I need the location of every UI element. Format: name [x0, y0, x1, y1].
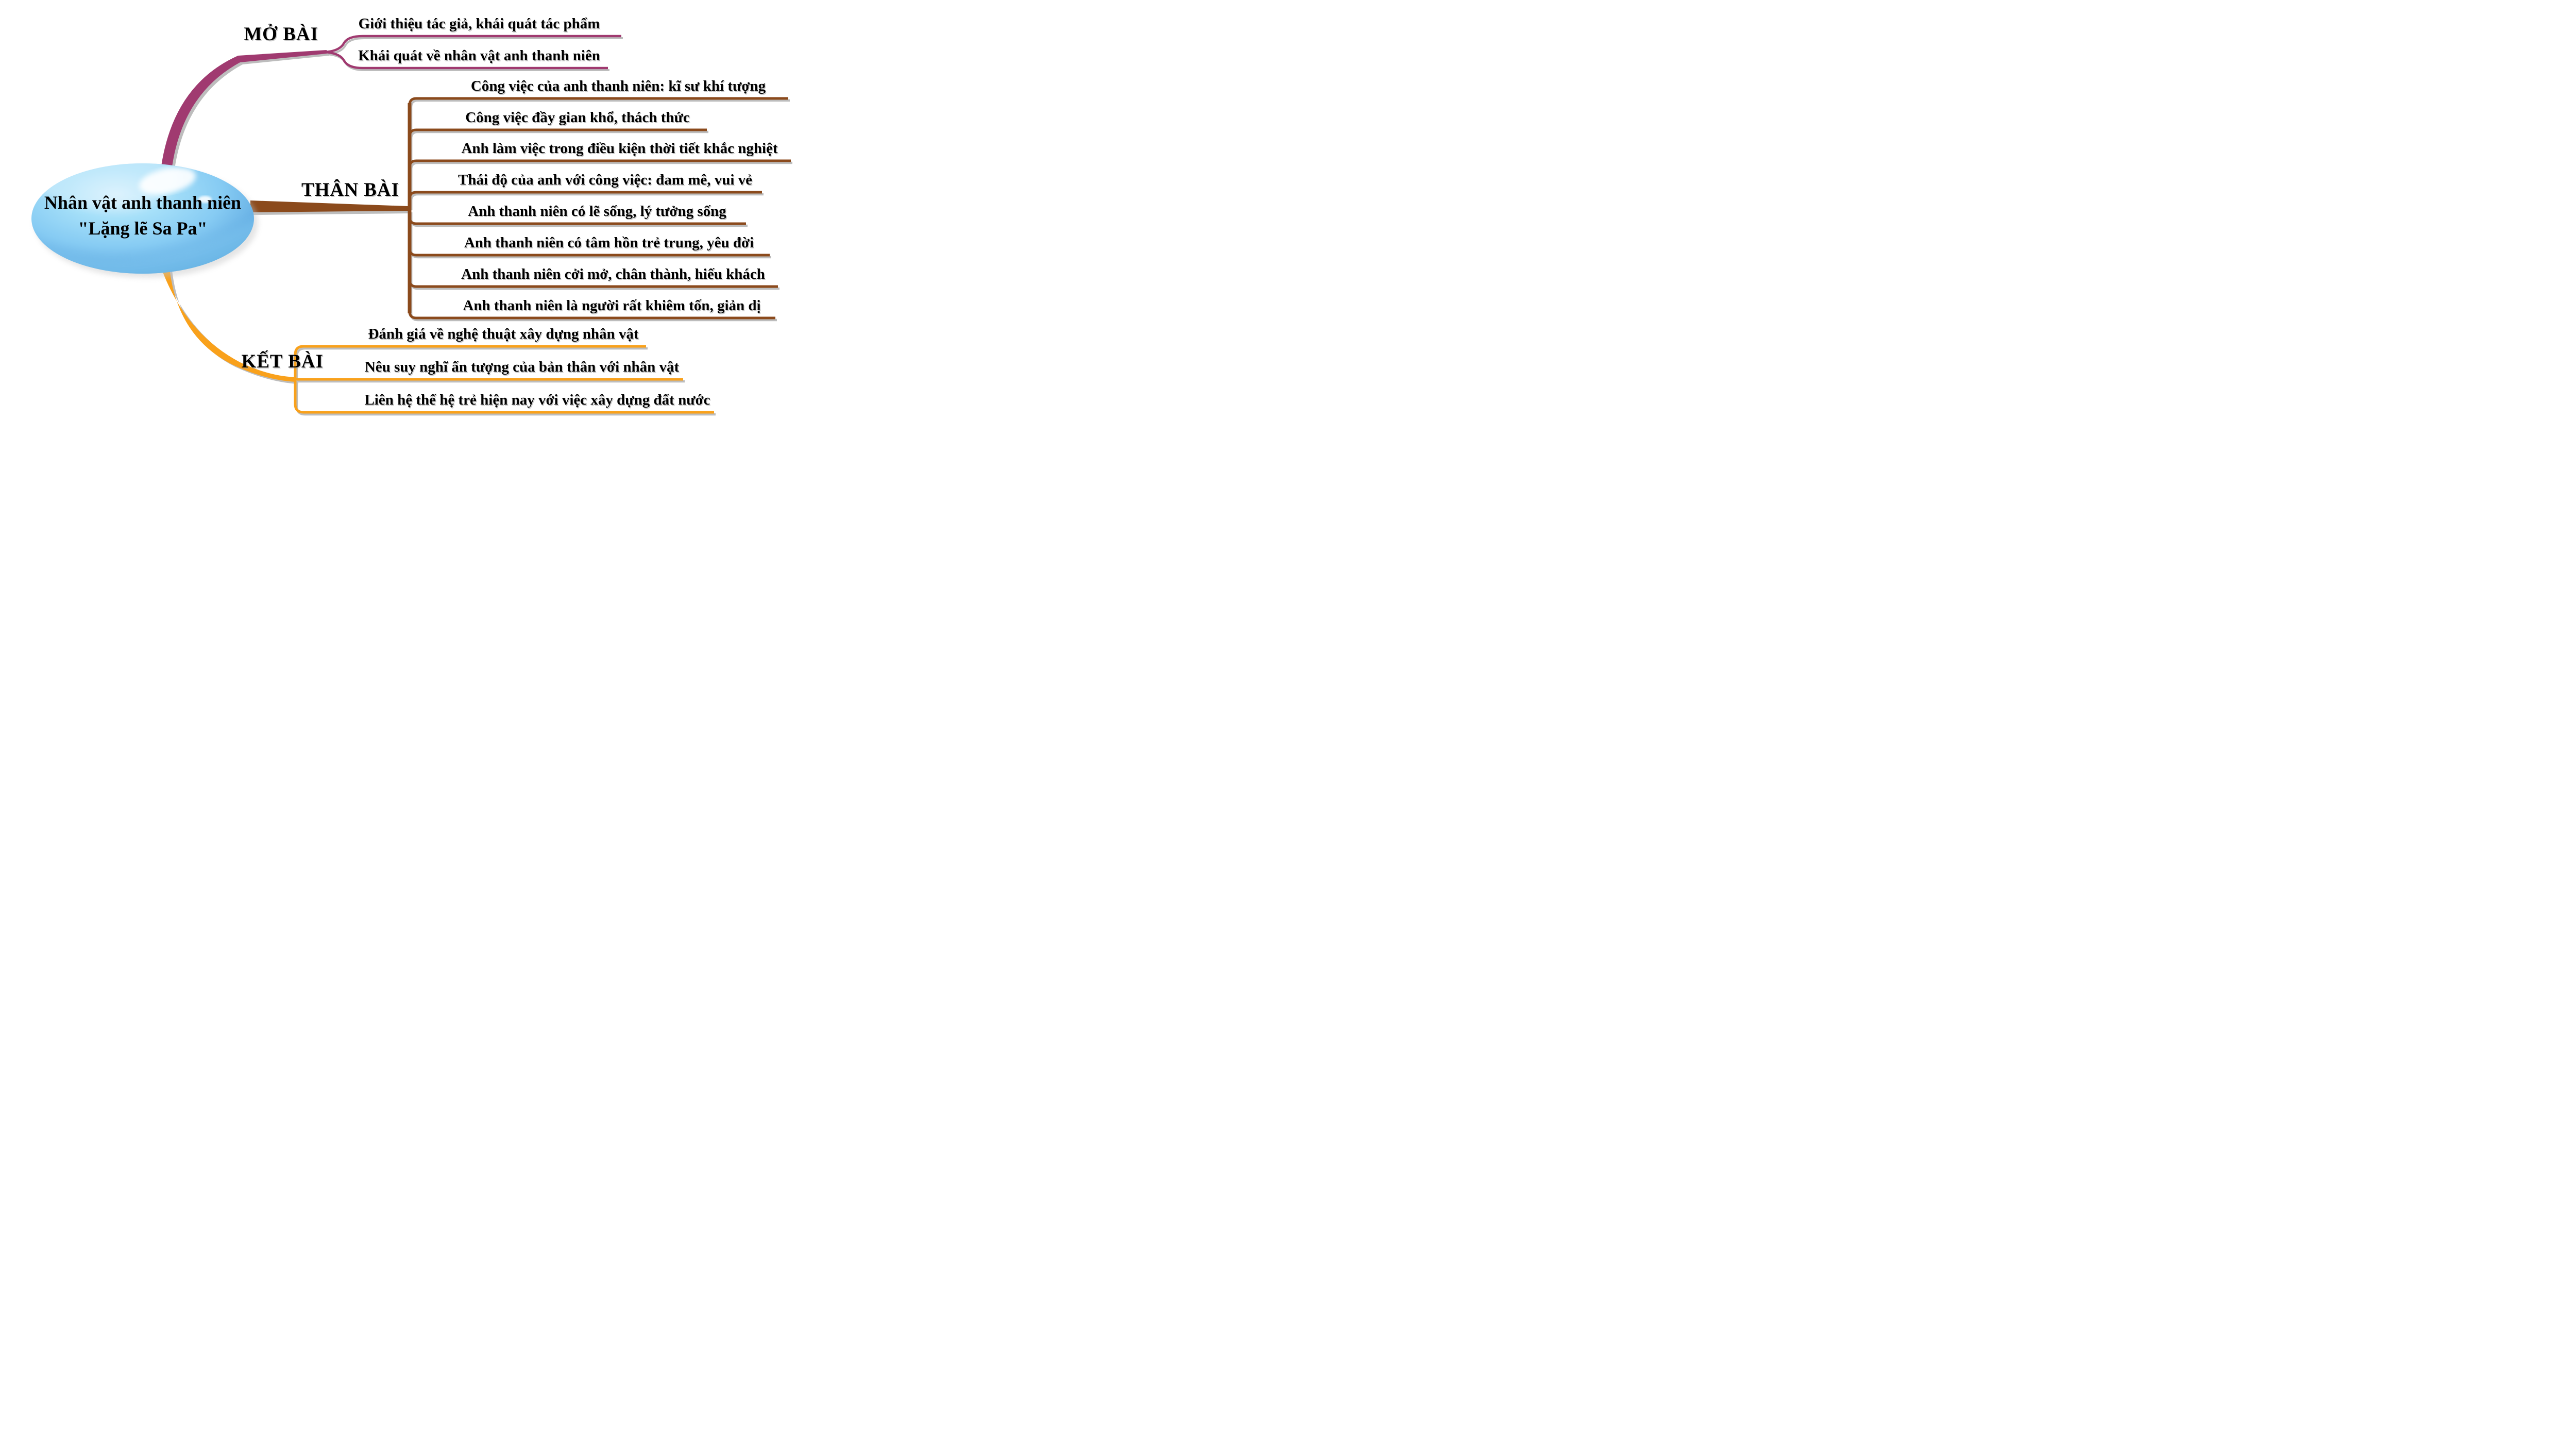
than-bai-branch-lines — [250, 97, 791, 320]
than-bai-item: Anh thanh niên là người rất khiêm tốn, g… — [463, 297, 761, 314]
mo-bai-item1-underline — [325, 35, 621, 54]
central-topic-ellipse — [31, 163, 258, 278]
mo-bai-item: Khái quát về nhân vật anh thanh niên — [358, 47, 600, 64]
ellipse-gloss-highlight — [139, 167, 196, 195]
ket-bai-item: Liên hệ thế hệ trẻ hiện nay với việc xây… — [364, 392, 710, 408]
ellipse-gloss-dot — [198, 196, 212, 203]
than-bai-item: Công việc của anh thanh niên: kĩ sư khí … — [470, 78, 766, 94]
than-bai-item: Anh thanh niên có lẽ sống, lý tưởng sống — [468, 203, 726, 220]
ellipse-bottom-wave — [31, 216, 254, 274]
ket-bai-item1-underline — [294, 345, 646, 378]
than-bai-item: Anh thanh niên cởi mở, chân thành, hiếu … — [461, 266, 765, 282]
mo-bai-item2-underline — [325, 51, 608, 70]
mo-bai-branch-lines — [160, 35, 621, 179]
central-topic-line2: "Lặng lẽ Sa Pa" — [78, 218, 208, 239]
than-bai-item: Anh làm việc trong điều kiện thời tiết k… — [461, 140, 778, 157]
branch-lines-layer — [31, 35, 792, 416]
branch-label-mo-bai: MỞ BÀI — [244, 24, 318, 45]
ket-bai-branch-lines — [159, 261, 714, 414]
branch-label-ket-bai: KẾT BÀI — [241, 351, 324, 372]
than-bai-item: Thái độ của anh với công việc: đam mê, v… — [457, 172, 753, 188]
ket-bai-item: Nêu suy nghĩ ấn tượng của bản thân với n… — [364, 359, 680, 375]
than-bai-item: Anh thanh niên có tâm hồn trẻ trung, yêu… — [464, 234, 754, 251]
branch-label-than-bai: THÂN BÀI — [301, 179, 399, 200]
ket-bai-item3-underline — [294, 381, 714, 414]
mindmap-canvas: Nhân vật anh thanh niên "Lặng lẽ Sa Pa" … — [0, 0, 824, 433]
ket-bai-item: Đánh giá về nghệ thuật xây dựng nhân vật — [368, 326, 639, 342]
central-topic-line1: Nhân vật anh thanh niên — [44, 192, 242, 213]
than-bai-item: Công việc đầy gian khổ, thách thức — [465, 109, 690, 126]
central-topic-node: Nhân vật anh thanh niên "Lặng lẽ Sa Pa" — [29, 190, 256, 241]
ellipse-top-sheen — [31, 163, 180, 208]
mo-bai-item: Giới thiệu tác giả, khái quát tác phẩm — [358, 15, 600, 32]
